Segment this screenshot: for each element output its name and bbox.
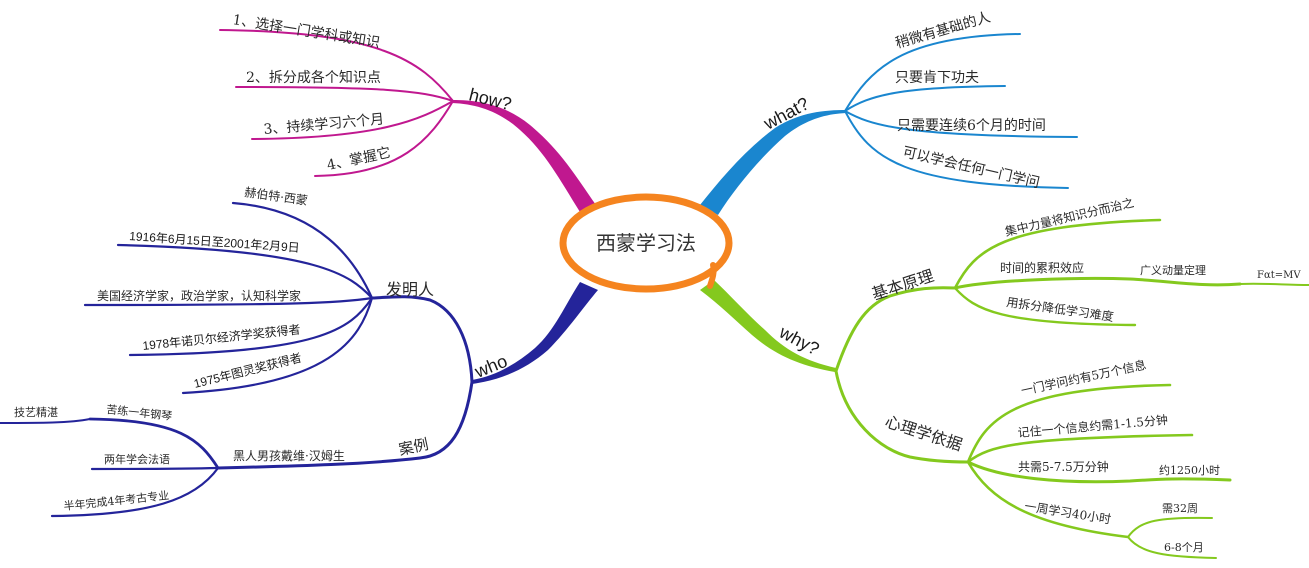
- psych-edge-4: [966, 460, 1130, 539]
- how-edge-3: [251, 100, 454, 140]
- branch-what: what? 稍微有基础的人 只要肯下功夫 只需要连续6个月的时间 可以学会任何一…: [700, 8, 1078, 215]
- case-edge-1b: [0, 418, 91, 424]
- inventor-item-1: 赫伯特·西蒙: [244, 184, 309, 208]
- psych-edge-3: [966, 460, 1232, 484]
- inventor-item-5: 1975年图灵奖获得者: [192, 350, 303, 391]
- psych-item-3-child: 约1250小时: [1159, 464, 1220, 477]
- how-item-3: 3、持续学习六个月: [263, 111, 385, 138]
- inventor-edge-4: [128, 296, 374, 357]
- who-trunk: [472, 282, 598, 384]
- inventor-item-3: 美国经济学家，政治学家，认知科学家: [97, 288, 301, 303]
- case-item-3: 半年完成4年考古专业: [63, 488, 170, 513]
- what-trunk: [700, 110, 846, 215]
- principle-item-2-child: 广义动量定理: [1140, 263, 1206, 277]
- how-item-1: 1、选择一门学科或知识: [231, 11, 381, 51]
- psych-item-4: 一周学习40小时: [1024, 498, 1113, 526]
- inventor-edge-5: [181, 296, 374, 395]
- how-edge-1: [219, 29, 454, 102]
- case-child-label: 黑人男孩戴维·汉姆生: [233, 448, 345, 463]
- inventor-item-4: 1978年诺贝尔经济学奖获得者: [142, 321, 301, 353]
- how-item-4: 4、掌握它: [325, 144, 392, 174]
- case-edge-1: [88, 417, 220, 470]
- principle-label: 基本原理: [869, 266, 936, 304]
- who-edge-inventor: [371, 295, 474, 384]
- case-edge-3: [50, 466, 220, 518]
- inventor-edge-2: [116, 243, 374, 300]
- what-edge-4: [844, 110, 1069, 189]
- case-item-1-child: 技艺精湛: [14, 406, 58, 419]
- why-trunk: [700, 280, 836, 372]
- principle-item-2: 时间的累积效应: [1000, 260, 1084, 275]
- principle-item-1: 集中力量将知识分而治之: [1003, 195, 1135, 239]
- how-item-2: 2、拆分成各个知识点: [246, 69, 381, 86]
- who-edge-case: [216, 380, 474, 470]
- what-item-3: 只需要连续6个月的时间: [897, 117, 1046, 134]
- inventor-item-2: 1916年6月15日至2001年2月9日: [129, 229, 300, 255]
- what-edge-3: [844, 110, 1078, 138]
- psych-edge-4b: [1127, 536, 1217, 559]
- branch-why: why? 基本原理 集中力量将知识分而治之 时间的累积效应 广义动量定理 Fαt…: [700, 195, 1309, 559]
- central-title: 西蒙学习法: [596, 231, 696, 255]
- how-trunk: [452, 100, 596, 212]
- inventor-edge-3: [83, 296, 374, 307]
- inventor-edge-1: [231, 201, 374, 300]
- principle-edge-1: [953, 218, 1162, 290]
- how-edge-2: [235, 86, 454, 102]
- why-edge-principle: [834, 286, 957, 373]
- psych-edge-2: [966, 433, 1194, 464]
- psych-edge-4a: [1127, 516, 1213, 538]
- principle-item-3: 用拆分降低学习难度: [1006, 294, 1115, 324]
- psych-item-4-child-2: 6-8个月: [1164, 541, 1204, 554]
- what-item-4: 可以学会任何一门学问: [901, 144, 1041, 191]
- principle-edge-3: [953, 286, 1137, 327]
- why-edge-psychology: [834, 369, 970, 464]
- principle-edge-2: [953, 276, 1242, 290]
- what-edge-1: [844, 33, 1021, 112]
- what-item-2: 只要肯下功夫: [895, 70, 979, 86]
- case-label: 案例: [397, 435, 430, 459]
- psych-item-4-child-1: 需32周: [1162, 502, 1198, 515]
- what-edge-2: [844, 85, 1006, 112]
- central-ring: [559, 193, 733, 293]
- principle-edge-2b: [1239, 282, 1309, 286]
- psychology-label: 心理学依据: [883, 412, 965, 455]
- case-item-2: 两年学会法语: [104, 452, 170, 466]
- how-edge-4: [314, 100, 454, 177]
- principle-item-2-grandchild: Fαt=MV: [1257, 270, 1301, 281]
- inventor-label: 发明人: [386, 280, 434, 299]
- what-item-1: 稍微有基础的人: [893, 8, 992, 51]
- central-topic[interactable]: 西蒙学习法: [559, 193, 733, 293]
- case-item-1: 苦练一年钢琴: [106, 402, 173, 423]
- psych-item-3: 共需5-7.5万分钟: [1018, 459, 1109, 474]
- psych-edge-1: [966, 383, 1172, 464]
- case-edge-2: [90, 466, 220, 471]
- central-ring-tail: [707, 262, 717, 289]
- branch-who: who 发明人 赫伯特·西蒙 1916年6月15日至2001年2月9日 美国经济…: [0, 184, 598, 518]
- branch-how: how? 1、选择一门学科或知识 2、拆分成各个知识点 3、持续学习六个月 4、…: [219, 11, 596, 212]
